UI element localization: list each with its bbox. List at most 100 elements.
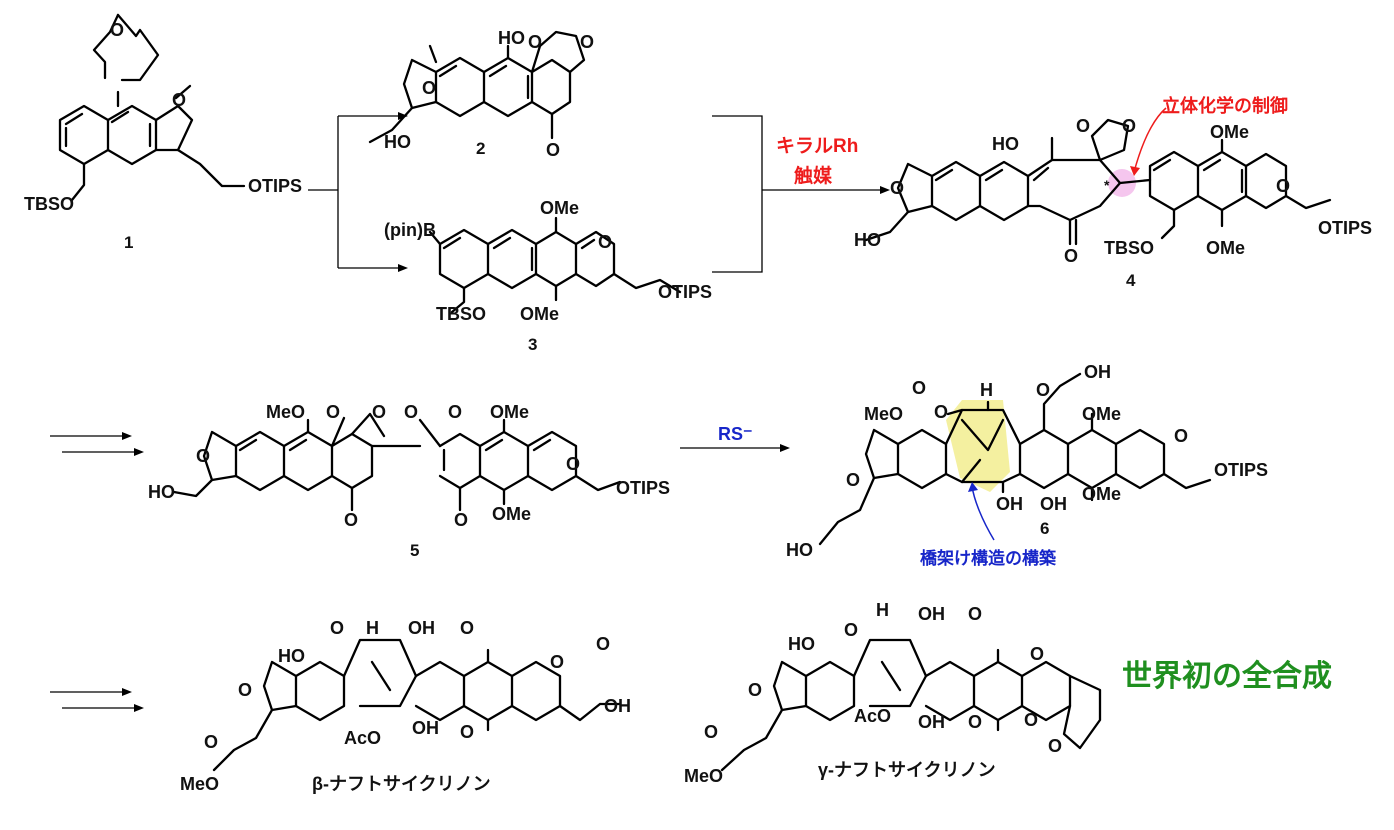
label: O — [1064, 246, 1078, 266]
label: OTIPS — [658, 282, 712, 302]
label: HO — [788, 634, 815, 654]
beta-naphthocyclinone — [212, 638, 622, 772]
annotations: キラルRh 触媒 立体化学の制御 RS⁻ 橋架け構造の構築 世界初の全合成 — [718, 95, 1332, 693]
label: OH — [1040, 494, 1067, 514]
compound-5 — [172, 412, 622, 512]
label: O — [1036, 380, 1050, 400]
label: O — [844, 620, 858, 640]
label: HO — [992, 134, 1019, 154]
label: HO — [786, 540, 813, 560]
atom-labels: O O OTIPS TBSO 1 HO O O O HO O 2 (pin)B … — [24, 20, 1372, 794]
label: O — [546, 140, 560, 160]
label: MeO — [180, 774, 219, 794]
label: O — [1122, 116, 1136, 136]
label: OMe — [492, 504, 531, 524]
label: β-ナフトサイクリノン — [312, 774, 491, 794]
label: AcO — [344, 728, 381, 748]
label: O — [204, 732, 218, 752]
label: MeO — [266, 402, 305, 422]
label: OTIPS — [616, 478, 670, 498]
compound-4 — [864, 118, 1332, 246]
label: OMe — [490, 402, 529, 422]
label: TBSO — [436, 304, 486, 324]
label: OMe — [1082, 484, 1121, 504]
reaction-arrows — [50, 107, 1167, 712]
label: HO — [278, 646, 305, 666]
compound-2 — [368, 30, 586, 144]
label: 5 — [410, 541, 419, 560]
label: O — [580, 32, 594, 52]
label: OMe — [520, 304, 559, 324]
label: AcO — [854, 706, 891, 726]
label: OH — [996, 494, 1023, 514]
bridge-highlight — [946, 400, 1010, 492]
label: OTIPS — [1318, 218, 1372, 238]
first-total-synthesis-label: 世界初の全合成 — [1122, 659, 1332, 693]
label: O — [566, 454, 580, 474]
label: MeO — [864, 404, 903, 424]
label: * — [1104, 177, 1110, 193]
label: 2 — [476, 139, 485, 158]
label: HO — [854, 230, 881, 250]
label: 4 — [1126, 271, 1136, 290]
label: O — [1174, 426, 1188, 446]
bridge-construction-label: 橋架け構造の構築 — [920, 548, 1057, 568]
catalyst-label-2: 触媒 — [794, 164, 833, 187]
label: O — [598, 232, 612, 252]
gamma-naphthocyclinone — [720, 638, 1102, 772]
label: OH — [1084, 362, 1111, 382]
label: HO — [148, 482, 175, 502]
label: O — [934, 402, 948, 422]
compound-3 — [428, 216, 682, 314]
label: O — [890, 178, 904, 198]
label: HO — [384, 132, 411, 152]
label: O — [448, 402, 462, 422]
catalyst-label: キラルRh — [776, 136, 858, 157]
label: OTIPS — [248, 176, 302, 196]
label: MeO — [684, 766, 723, 786]
label: O — [968, 604, 982, 624]
label: TBSO — [24, 194, 74, 214]
label: OMe — [540, 198, 579, 218]
label: OH — [412, 718, 439, 738]
label: O — [528, 32, 542, 52]
label: O — [1076, 116, 1090, 136]
label: O — [968, 712, 982, 732]
compound-1 — [58, 13, 246, 202]
label: O — [238, 680, 252, 700]
label: O — [404, 402, 418, 422]
label: OMe — [1082, 404, 1121, 424]
label: OMe — [1210, 122, 1249, 142]
label: O — [326, 402, 340, 422]
label: O — [422, 78, 436, 98]
label: O — [344, 510, 358, 530]
label: OH — [408, 618, 435, 638]
label: O — [1030, 644, 1044, 664]
label: H — [366, 618, 379, 638]
label: OH — [918, 712, 945, 732]
label: H — [876, 600, 889, 620]
label: O — [330, 618, 344, 638]
reagent-label: RS⁻ — [718, 424, 753, 444]
label: 1 — [124, 233, 133, 252]
label: O — [172, 90, 186, 110]
label: O — [454, 510, 468, 530]
label: H — [980, 380, 993, 400]
label: O — [748, 680, 762, 700]
label: O — [372, 402, 386, 422]
label: OMe — [1206, 238, 1245, 258]
label: O — [460, 722, 474, 742]
label: HO — [498, 28, 525, 48]
label: (pin)B — [384, 220, 436, 240]
label: TBSO — [1104, 238, 1154, 258]
label: O — [460, 618, 474, 638]
label: O — [1276, 176, 1290, 196]
label: O — [596, 634, 610, 654]
label: O — [704, 722, 718, 742]
label: OH — [918, 604, 945, 624]
label: O — [1048, 736, 1062, 756]
label: 3 — [528, 335, 537, 354]
label: γ-ナフトサイクリノン — [818, 760, 996, 780]
